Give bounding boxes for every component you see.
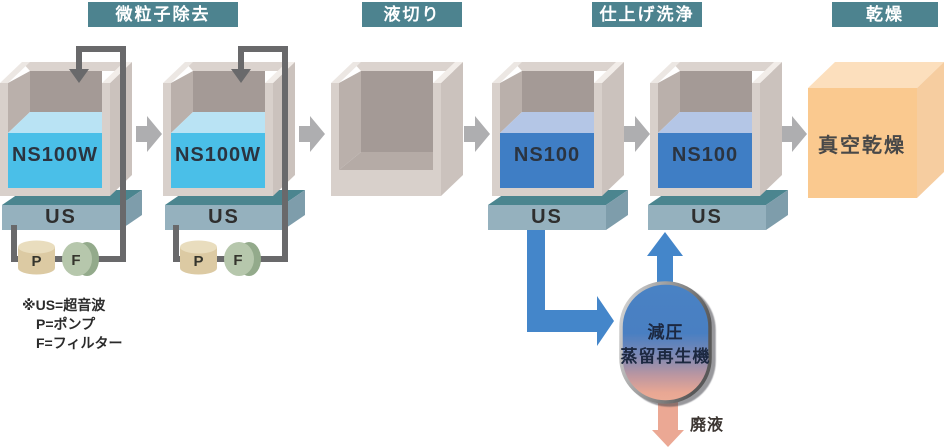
vacuum-dryer-cube: 真空乾燥 xyxy=(808,62,944,198)
pump-label: P xyxy=(31,253,41,270)
flow-arrow-icon-3 xyxy=(464,116,490,152)
recycle-arrow-to-regenerator xyxy=(527,228,614,346)
pump-label: P xyxy=(193,253,203,270)
filter-disc: F xyxy=(224,242,261,276)
waste-liquid-label: 廃液 xyxy=(690,417,725,434)
regenerator-label-line2: 蒸留再生機 xyxy=(621,346,711,366)
us-label-4: US xyxy=(531,206,563,228)
circulation-loop-2: P F xyxy=(173,46,288,276)
flow-arrow-icon-1 xyxy=(136,116,162,152)
legend-line-filter: F=フィルター xyxy=(36,335,123,351)
recycle-arrow-to-tank xyxy=(647,232,683,282)
filter-disc: F xyxy=(62,242,99,276)
flow-arrow-icon-2 xyxy=(299,116,325,152)
stage-label-particle-removal: 微粒子除去 xyxy=(88,2,238,27)
tank1-liquid-label: NS100W xyxy=(12,144,98,166)
pump-cylinder: P xyxy=(180,240,217,275)
stage-label-draining: 液切り xyxy=(362,2,462,27)
tank-3-empty xyxy=(331,62,463,196)
tank2-liquid-label: NS100W xyxy=(175,144,261,166)
filter-label: F xyxy=(233,252,242,269)
us-platform-1: US xyxy=(2,190,142,230)
tank-4: NS100 xyxy=(492,62,624,196)
legend-note: ※US=超音波 P=ポンプ F=フィルター xyxy=(22,296,192,353)
circulation-loop-1: P F xyxy=(11,46,126,276)
pump-cylinder: P xyxy=(18,240,55,275)
stage-label-drying: 乾燥 xyxy=(832,2,938,27)
us-label-5: US xyxy=(691,206,723,228)
pipe-path xyxy=(173,46,288,262)
filter-label: F xyxy=(71,252,80,269)
us-platform-4: US xyxy=(488,190,628,230)
pipe-path xyxy=(11,46,126,262)
liquid-top-face xyxy=(8,112,102,133)
pipe-arrowhead-icon xyxy=(69,69,89,83)
legend-line-us: ※US=超音波 xyxy=(22,297,106,313)
tank5-liquid-label: NS100 xyxy=(672,144,738,166)
us-platform-5: US xyxy=(648,190,788,230)
regenerator-label-line1: 減圧 xyxy=(648,322,684,342)
tank-5: NS100 xyxy=(650,62,782,196)
tank4-liquid-label: NS100 xyxy=(514,144,580,166)
liquid-front-face xyxy=(8,133,102,188)
us-label-2: US xyxy=(208,206,240,228)
legend-line-pump: P=ポンプ xyxy=(36,316,96,332)
vacuum-dryer-label: 真空乾燥 xyxy=(818,133,906,157)
pipe-arrowhead-icon xyxy=(231,69,251,83)
stage-label-finish-cleaning: 仕上げ洗浄 xyxy=(592,2,702,27)
flow-arrow-icon-5 xyxy=(781,116,807,152)
waste-arrow xyxy=(652,392,684,447)
us-label-1: US xyxy=(45,206,77,228)
flow-arrow-icon-4 xyxy=(624,116,650,152)
regenerator-vessel: 減圧 蒸留再生機 xyxy=(619,281,712,404)
